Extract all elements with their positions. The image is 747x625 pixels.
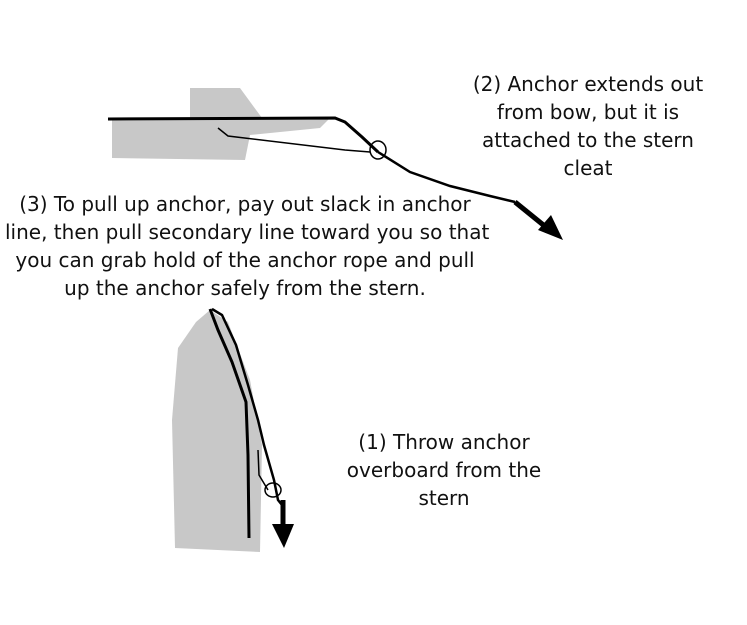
top-anchor-rope bbox=[377, 150, 516, 204]
bottom-boat bbox=[172, 307, 294, 552]
top-boat bbox=[107, 88, 563, 240]
bottom-anchor-rope bbox=[211, 307, 283, 506]
top-arrow-head bbox=[538, 215, 563, 240]
top-secondary-line bbox=[217, 127, 371, 153]
top-boat-hull bbox=[112, 88, 330, 160]
step1-label: (1) Throw anchor overboard from the ster… bbox=[346, 430, 542, 510]
top-boat-deck-line bbox=[107, 116, 380, 154]
step2-label: (2) Anchor extends out from bow, but it … bbox=[472, 72, 704, 180]
step3-label: (3) To pull up anchor, pay out slack in … bbox=[5, 192, 490, 300]
bottom-ring bbox=[264, 482, 282, 498]
bottom-boat-centerline bbox=[208, 308, 251, 539]
bottom-boat-hull bbox=[172, 310, 262, 552]
top-ring bbox=[369, 140, 387, 160]
bottom-secondary-line bbox=[257, 449, 269, 491]
bottom-arrow-head bbox=[272, 524, 294, 548]
